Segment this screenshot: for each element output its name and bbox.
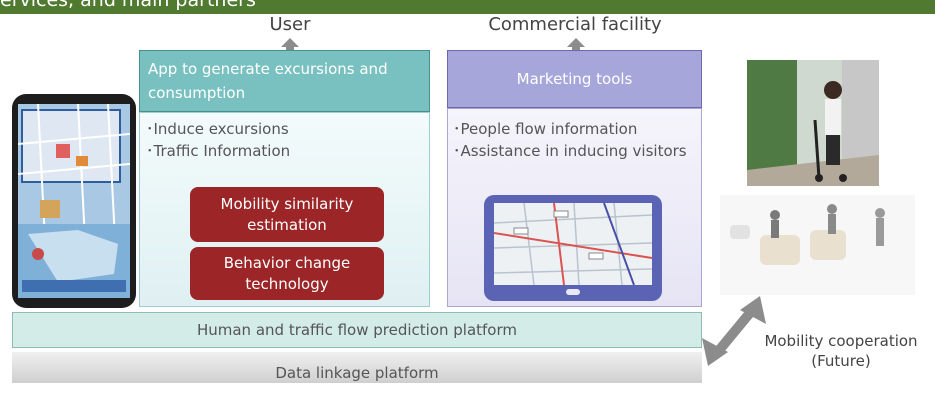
tablet-map-screen — [494, 203, 652, 285]
mobility-cooperation-caption: Mobility cooperation — [764, 332, 918, 350]
mobility-cooperation-future-caption: (Future) — [811, 352, 871, 370]
mobility-pods-image — [720, 195, 915, 295]
mobility-pods-icon — [720, 195, 915, 295]
marketing-tools-title: Marketing tools — [447, 50, 702, 108]
user-up-arrow-icon — [281, 38, 299, 47]
behavior-change-technology-box: Behavior change technology — [190, 247, 384, 300]
behavior-change-technology-label: Behavior change technology — [223, 253, 351, 293]
scooter-person-icon — [747, 60, 879, 186]
commercial-up-arrow-icon — [567, 38, 585, 47]
user-up-arrow-stem — [286, 46, 294, 52]
scooter-rider-photo — [747, 60, 879, 186]
commercial-facility-label: Commercial facility — [488, 14, 662, 35]
phone-map-screen — [18, 104, 130, 298]
user-label: User — [269, 14, 311, 35]
tablet-image — [484, 195, 662, 301]
people-flow-map-icon — [494, 203, 652, 285]
mobility-similarity-estimation-box: Mobility similarity estimation — [190, 187, 384, 242]
tablet-home-button — [566, 289, 580, 295]
header-band — [0, 0, 935, 14]
prediction-platform-bar: Human and traffic flow prediction platfo… — [12, 312, 702, 348]
marketing-bullet-inducing-visitors: ･Assistance in inducing visitors — [453, 142, 687, 160]
mobility-similarity-estimation-label: Mobility similarity estimation — [220, 194, 354, 234]
double-arrow-icon — [702, 296, 766, 366]
app-bullet-traffic-information: ･Traffic Information — [146, 142, 291, 160]
commercial-up-arrow-stem — [572, 46, 580, 52]
header-title: ervices, and main partners — [0, 0, 256, 11]
map-icon — [18, 104, 130, 298]
data-linkage-platform-bar: Data linkage platform — [12, 352, 702, 383]
smartphone-image — [12, 94, 136, 308]
app-panel-title: App to generate excursions and consumpti… — [139, 50, 430, 112]
marketing-bullet-people-flow: ･People flow information — [453, 120, 638, 138]
app-bullet-induce-excursions: ･Induce excursions — [146, 120, 289, 138]
